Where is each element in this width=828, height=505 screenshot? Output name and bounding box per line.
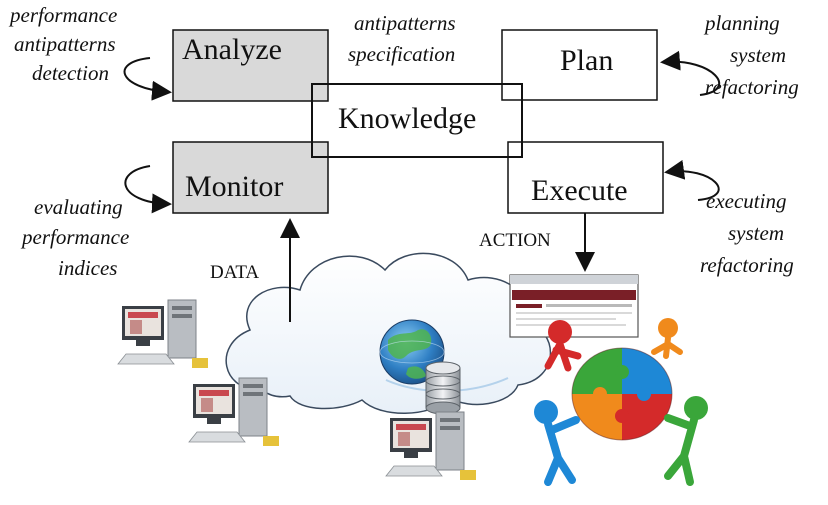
annotation-line: refactoring bbox=[705, 75, 799, 99]
plan-box: Plan bbox=[501, 29, 658, 101]
spec-annotation: antipatterns specification bbox=[348, 11, 456, 66]
execute-loop-arrow bbox=[664, 159, 720, 201]
annotation-line: system bbox=[730, 43, 786, 67]
monitor-label: Monitor bbox=[185, 170, 283, 203]
monitor-loop-arrow bbox=[124, 165, 172, 214]
analyze-label: Analyze bbox=[182, 33, 282, 66]
plan-annotation: planning system refactoring bbox=[703, 11, 799, 99]
annotation-line: planning bbox=[703, 11, 780, 35]
data-label: DATA bbox=[210, 262, 259, 283]
monitor-box: Monitor bbox=[172, 141, 329, 214]
action-label: ACTION bbox=[479, 230, 551, 251]
computer-icon bbox=[188, 377, 279, 446]
annotation-line: refactoring bbox=[700, 253, 794, 277]
knowledge-label: Knowledge bbox=[338, 102, 476, 135]
annotation-line: executing bbox=[706, 189, 786, 213]
annotation-line: system bbox=[728, 221, 784, 245]
execute-annotation: executing system refactoring bbox=[700, 189, 794, 277]
computer-icon bbox=[385, 411, 476, 480]
annotation-line: evaluating bbox=[34, 195, 123, 219]
monitor-annotation: evaluating performance indices bbox=[20, 195, 129, 280]
annotation-line: specification bbox=[348, 42, 455, 66]
analyze-box: Analyze bbox=[172, 29, 329, 102]
annotation-line: indices bbox=[58, 256, 117, 280]
browser-window-icon bbox=[509, 274, 639, 338]
execute-box: Execute bbox=[507, 141, 664, 214]
computer-icon bbox=[117, 299, 208, 368]
database-icon bbox=[425, 361, 461, 415]
execute-label: Execute bbox=[531, 174, 628, 207]
annotation-line: performance bbox=[8, 3, 117, 27]
annotation-line: detection bbox=[32, 61, 109, 85]
plan-loop-arrow bbox=[660, 50, 721, 96]
analyze-loop-arrow bbox=[123, 57, 172, 101]
annotation-line: performance bbox=[20, 225, 129, 249]
annotation-line: antipatterns bbox=[14, 32, 116, 56]
analyze-annotation: performance antipatterns detection bbox=[8, 3, 117, 85]
knowledge-box: Knowledge bbox=[311, 83, 523, 158]
annotation-line: antipatterns bbox=[354, 11, 456, 35]
puzzle-team-icon bbox=[534, 318, 708, 486]
plan-label: Plan bbox=[560, 44, 613, 77]
